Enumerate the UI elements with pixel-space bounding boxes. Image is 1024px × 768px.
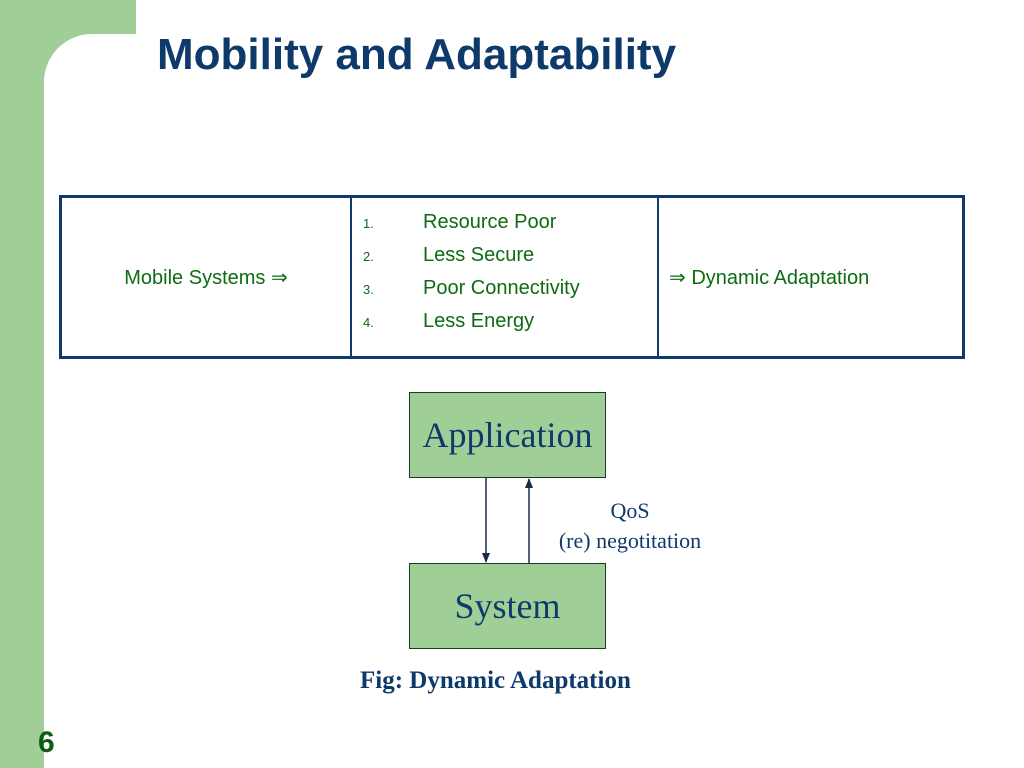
decorative-corner-cut: [44, 34, 140, 130]
list-item: 4. Less Energy: [363, 310, 580, 343]
decorative-top-bar: [44, 0, 136, 34]
slide-number: 6: [38, 726, 55, 759]
list-item: 3. Poor Connectivity: [363, 277, 580, 310]
table-cell-dynamic-adaptation: ⇒ Dynamic Adaptation: [659, 198, 962, 356]
list-item-text: Resource Poor: [423, 211, 557, 233]
application-box: Application: [409, 392, 606, 478]
constraints-list: 1. Resource Poor 2. Less Secure 3. Poor …: [352, 211, 580, 343]
dynamic-adaptation-label: ⇒ Dynamic Adaptation: [669, 266, 870, 289]
list-item-text: Less Energy: [423, 310, 535, 332]
system-box-label: System: [454, 586, 561, 626]
list-item: 2. Less Secure: [363, 244, 580, 277]
figure-caption: Fig: Dynamic Adaptation: [360, 667, 631, 694]
table-cell-mobile-systems: Mobile Systems ⇒: [62, 198, 352, 356]
mobile-systems-label: Mobile Systems ⇒: [124, 266, 288, 289]
list-item-text: Less Secure: [423, 244, 535, 266]
list-item-number: 2.: [363, 249, 374, 264]
application-box-label: Application: [422, 415, 593, 455]
list-item-number: 1.: [363, 216, 374, 231]
system-box: System: [409, 563, 606, 649]
list-item-number: 3.: [363, 282, 374, 297]
info-table: Mobile Systems ⇒ 1. Resource Poor 2. Les…: [59, 195, 965, 359]
qos-label-line: QoS: [610, 498, 650, 523]
negotiation-label-line: (re) negotitation: [558, 528, 702, 553]
slide-title: Mobility and Adaptability: [157, 30, 677, 79]
list-item-number: 4.: [363, 315, 374, 330]
table-cell-constraints: 1. Resource Poor 2. Less Secure 3. Poor …: [352, 198, 659, 356]
qos-negotiation-label: QoS (re) negotitation: [530, 496, 730, 556]
decorative-side-bar: [0, 0, 44, 768]
list-item: 1. Resource Poor: [363, 211, 580, 244]
list-item-text: Poor Connectivity: [423, 277, 580, 299]
